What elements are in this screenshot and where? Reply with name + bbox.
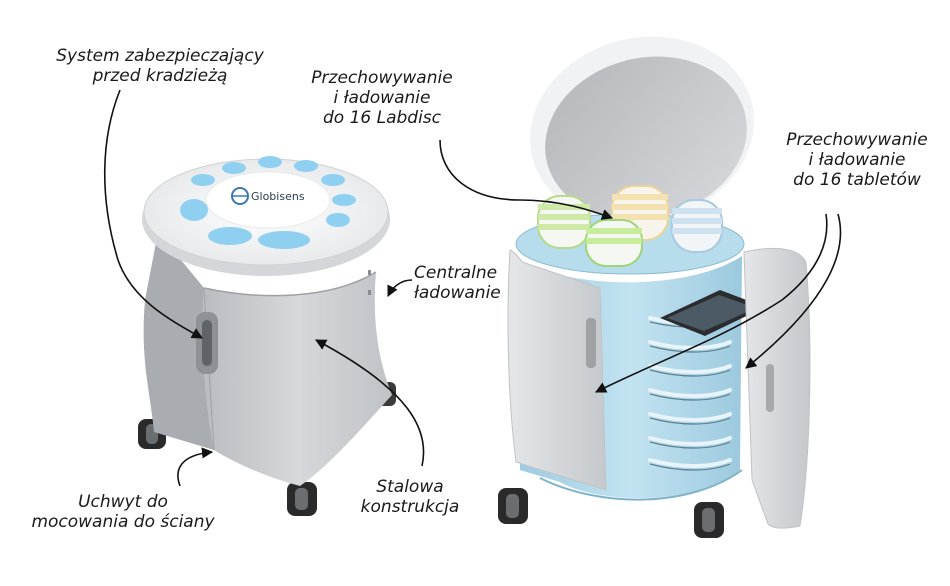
wheel-front-right [287, 482, 317, 516]
leader-central [387, 279, 413, 298]
wheel-open-right [694, 502, 724, 538]
leader-tablets-2 [745, 213, 842, 369]
label-wall-mount: Uchwyt do mocowania do ściany [31, 492, 215, 532]
cabinet-front [202, 272, 392, 486]
leader-tablets-1 [594, 213, 828, 393]
label-steel-construction: Stalowa konstrukcja [360, 477, 460, 517]
leader-security [103, 89, 203, 339]
vents [368, 270, 371, 295]
open-cabinet [498, 36, 811, 538]
leader-labdisc [439, 139, 614, 220]
leader-lines [103, 89, 842, 487]
labdisc-stacks [537, 185, 723, 267]
logo-text: Globisens [251, 190, 305, 203]
cabinet-side-left [143, 232, 214, 450]
logo-globisens: Globisens [231, 187, 305, 205]
label-labdisc: Przechowywanie i ładowanie do 16 Labdisc [311, 68, 453, 128]
leader-steel [315, 339, 425, 467]
door-right [743, 247, 811, 529]
globe-icon [231, 187, 249, 205]
closed-cabinet: Globisens [138, 156, 396, 516]
wheel-open-left [498, 488, 528, 524]
label-security: System zabezpieczający przed kradzieżą [56, 46, 264, 86]
label-central-charging: Centralne ładowanie [414, 263, 501, 303]
label-tablets: Przechowywanie i ładowanie do 16 tabletó… [786, 130, 928, 190]
tablet [660, 290, 765, 336]
leader-wall [177, 447, 214, 487]
charging-pads [180, 156, 356, 249]
door-left [507, 249, 607, 491]
